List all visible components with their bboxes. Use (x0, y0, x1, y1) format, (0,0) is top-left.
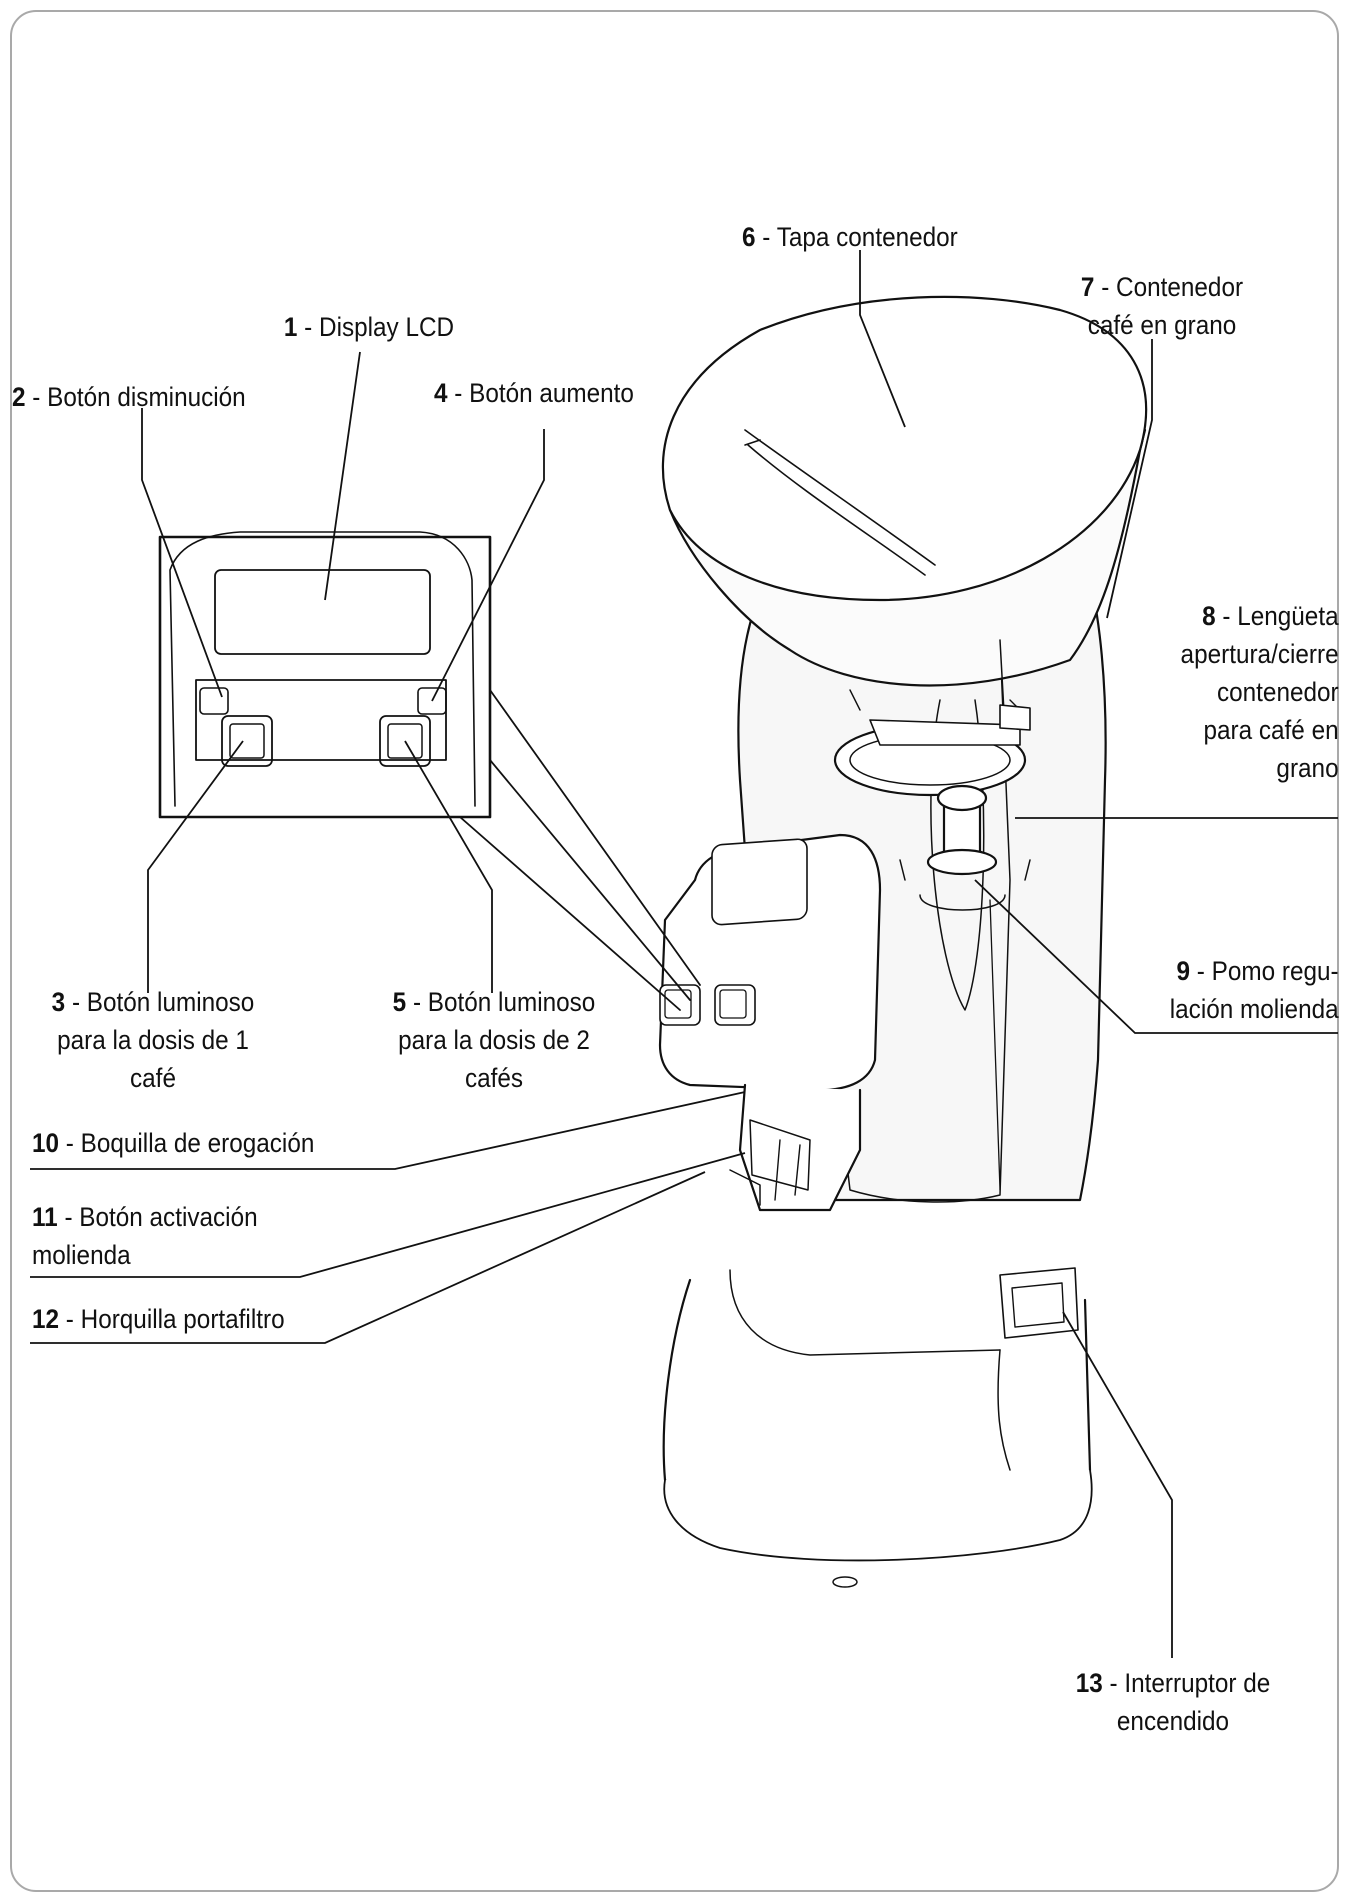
callout-9: 9 - Pomo regu- lación molienda (1170, 952, 1339, 1028)
callout-11-number: 11 (32, 1202, 58, 1232)
leader-7 (1106, 339, 1153, 619)
callout-9-line-2: lación molienda (1170, 994, 1339, 1024)
callout-10-number: 10 (32, 1128, 60, 1158)
leader-13 (1062, 1311, 1173, 1658)
leader-11 (30, 1152, 746, 1278)
spout-and-fork (729, 1083, 862, 1212)
callout-5-line-1: Botón luminoso (427, 987, 596, 1017)
callout-9-number: 9 (1176, 956, 1191, 986)
callout-11: 11 - Botón activación molienda (32, 1198, 258, 1274)
page-frame (10, 10, 1339, 1892)
callout-1: 1 - Display LCD (283, 312, 455, 342)
callout-5-number: 5 (392, 987, 407, 1017)
callout-7: 7 - Contenedor café en grano (1027, 268, 1297, 344)
callout-1-number: 1 (283, 312, 298, 342)
control-panel-zoom (158, 531, 701, 1011)
callout-2-line-1: Botón disminución (47, 382, 246, 412)
callout-8-line-5: grano (1276, 753, 1339, 783)
callout-3-line-1: Botón luminoso (86, 987, 255, 1017)
grinder-neck (833, 704, 1031, 797)
callout-8-number: 8 (1202, 601, 1217, 631)
callout-2-number: 2 (12, 382, 26, 412)
callout-8-line-2: apertura/cierre (1180, 639, 1339, 669)
callout-8-line-3: contenedor (1217, 677, 1339, 707)
callout-10: 10 - Boquilla de erogación (32, 1128, 315, 1158)
callout-13: 13 - Interruptor de encendido (1043, 1664, 1304, 1740)
callout-1-line-1: Display LCD (319, 312, 455, 342)
callout-5-line-3: cafés (464, 1063, 524, 1093)
callout-4: 4 - Botón aumento (434, 378, 634, 408)
callout-7-number: 7 (1080, 272, 1095, 302)
grind-knob (899, 784, 1031, 911)
callout-3: 3 - Botón luminoso para la dosis de 1 ca… (23, 983, 284, 1097)
callout-5: 5 - Botón luminoso para la dosis de 2 ca… (364, 983, 625, 1097)
leader-10 (30, 1091, 746, 1170)
callout-8-line-4: para café en (1203, 715, 1339, 745)
leader-4 (431, 429, 545, 702)
callout-13-line-1: Interruptor de (1124, 1668, 1271, 1698)
leader-6 (859, 250, 906, 428)
leader-1 (324, 351, 361, 601)
callout-7-line-1: Contenedor (1116, 272, 1244, 302)
leader-3 (147, 740, 244, 993)
callout-3-number: 3 (51, 987, 66, 1017)
callout-4-line-1: Botón aumento (469, 378, 634, 408)
callout-13-number: 13 (1075, 1668, 1103, 1698)
callout-3-line-3: café (130, 1063, 176, 1093)
callout-6: 6 - Tapa contenedor (742, 222, 958, 252)
grinder-base (662, 1269, 1093, 1588)
callout-7-line-2: café en grano (1087, 310, 1237, 340)
hopper-lid (661, 295, 1148, 602)
callout-9-line-1: Pomo regu- (1212, 956, 1339, 986)
callout-11-line-2: molienda (32, 1240, 131, 1270)
callout-6-line-1: Tapa contenedor (776, 222, 958, 252)
callout-13-line-2: encendido (1116, 1706, 1230, 1736)
callout-4-number: 4 (434, 378, 448, 408)
callout-12: 12 - Horquilla portafiltro (32, 1304, 285, 1334)
leader-5 (404, 740, 493, 993)
power-switch (999, 1267, 1079, 1339)
callout-12-line-1: Horquilla portafiltro (80, 1304, 285, 1334)
callout-11-line-1: Botón activación (79, 1202, 258, 1232)
callout-3-line-2: para la dosis de 1 (57, 1025, 249, 1055)
control-panel (658, 833, 882, 1092)
callout-2: 2 - Botón disminución (12, 382, 246, 412)
leader-12 (30, 1171, 706, 1344)
callout-10-line-1: Boquilla de erogación (80, 1128, 315, 1158)
callout-8-line-1: Lengüeta (1237, 601, 1339, 631)
leader-2 (141, 408, 223, 698)
callout-12-number: 12 (32, 1304, 60, 1334)
leader-9 (974, 879, 1338, 1034)
callout-5-line-2: para la dosis de 2 (398, 1025, 590, 1055)
callout-8: 8 - Lengüeta apertura/cierre contenedor … (1181, 597, 1339, 787)
callout-6-number: 6 (742, 222, 756, 252)
leader-lines (30, 250, 1338, 1658)
